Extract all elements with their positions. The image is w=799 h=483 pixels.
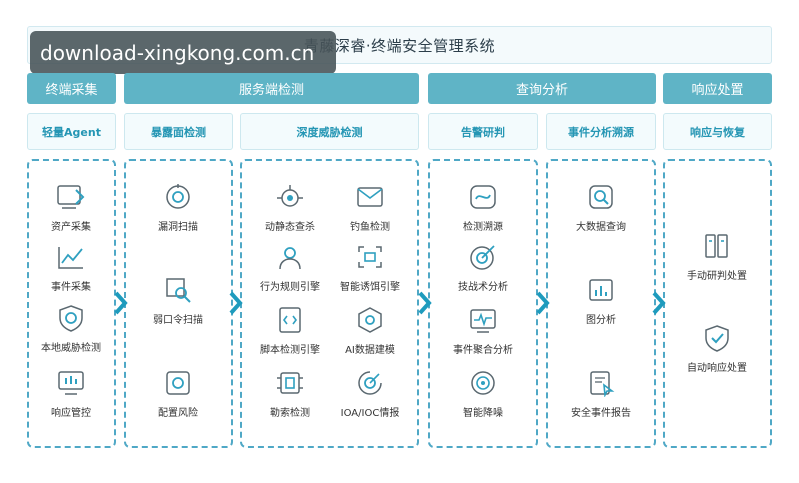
panel-deep-threat <box>240 159 419 448</box>
item-label: 行为规则引擎 <box>260 282 320 293</box>
item-trace: 检测溯源 <box>440 183 526 233</box>
phishing-icon <box>357 187 383 207</box>
chevron-right-icon <box>418 291 432 315</box>
decoy-engine-icon <box>358 246 382 268</box>
item-script-detect: 脚本检测引擎 <box>247 306 333 356</box>
item-label: 自动响应处置 <box>687 363 747 374</box>
item-label: 手动研判处置 <box>687 271 747 282</box>
denoise-icon <box>471 371 495 395</box>
sub-light-agent: 轻量Agent <box>27 113 116 150</box>
chevron-right-icon <box>652 291 666 315</box>
item-label: 本地威胁检测 <box>41 343 101 354</box>
item-label: 脚本检测引擎 <box>260 345 320 356</box>
item-vuln-scan: 漏洞扫描 <box>135 183 221 233</box>
chevron-right-icon <box>114 291 128 315</box>
item-label: 检测溯源 <box>463 222 503 233</box>
sub-exposure-detect: 暴露面检测 <box>124 113 233 150</box>
item-label: 大数据查询 <box>576 222 626 233</box>
item-label: 配置风险 <box>158 408 198 419</box>
panel-trace <box>546 159 656 448</box>
item-config-risk: 配置风险 <box>135 369 221 419</box>
item-decoy-engine: 智能诱饵引擎 <box>327 243 413 293</box>
item-response-control: 响应管控 <box>28 369 114 419</box>
auto-response-icon <box>705 325 729 352</box>
item-local-threat: 本地威胁检测 <box>28 304 114 354</box>
sub-response-recover: 响应与恢复 <box>663 113 772 150</box>
category-response: 响应处置 <box>663 73 772 104</box>
item-label: 动静态查杀 <box>265 222 315 233</box>
report-icon <box>590 371 615 397</box>
category-terminal-collect: 终端采集 <box>27 73 116 104</box>
item-report: 安全事件报告 <box>558 369 644 419</box>
trace-icon <box>470 185 496 209</box>
item-label: 事件聚合分析 <box>453 345 513 356</box>
asset-collect-icon <box>57 185 85 209</box>
ransom-detect-icon <box>277 372 303 394</box>
watermark: download-xingkong.com.cn <box>30 31 336 74</box>
item-label: 技战术分析 <box>458 282 508 293</box>
item-asset-collect: 资产采集 <box>28 183 114 233</box>
item-intel: IOA/IOC情报 <box>327 369 413 419</box>
chevron-right-icon <box>229 291 243 315</box>
bug-kill-icon <box>277 185 303 207</box>
item-label: 资产采集 <box>51 222 91 233</box>
item-label: 图分析 <box>586 315 616 326</box>
graph-analysis-icon <box>589 279 613 301</box>
local-threat-icon <box>59 305 83 332</box>
item-aggregate: 事件聚合分析 <box>440 306 526 356</box>
item-label: AI数据建模 <box>345 345 395 356</box>
tactics-icon <box>470 245 495 270</box>
item-ransom-detect: 勒索检测 <box>247 369 333 419</box>
behavior-rule-icon <box>279 247 301 270</box>
bigdata-query-icon <box>589 185 613 209</box>
sub-deep-threat: 深度威胁检测 <box>240 113 419 150</box>
sub-alert-judge: 告警研判 <box>428 113 538 150</box>
item-label: IOA/IOC情报 <box>340 408 400 419</box>
panel-exposure <box>124 159 233 448</box>
ai-model-icon <box>358 307 382 333</box>
item-behavior-rule: 行为规则引擎 <box>247 243 333 293</box>
manual-handle-icon <box>705 234 728 258</box>
item-bug-kill: 动静态查杀 <box>247 183 333 233</box>
item-manual-handle: 手动研判处置 <box>674 232 760 282</box>
vuln-scan-icon <box>166 184 190 209</box>
aggregate-icon <box>470 309 496 333</box>
item-tactics: 技战术分析 <box>440 243 526 293</box>
panel-response <box>663 159 772 448</box>
config-risk-icon <box>166 371 190 395</box>
intel-icon <box>358 371 382 395</box>
item-label: 响应管控 <box>51 408 91 419</box>
item-label: 弱口令扫描 <box>153 315 203 326</box>
chevron-right-icon <box>536 291 550 315</box>
item-graph-analysis: 图分析 <box>558 276 644 326</box>
item-event-collect: 事件采集 <box>28 243 114 293</box>
sub-event-trace: 事件分析溯源 <box>546 113 656 150</box>
item-label: 勒索检测 <box>270 408 310 419</box>
item-auto-response: 自动响应处置 <box>674 324 760 374</box>
item-ai-model: AI数据建模 <box>327 306 413 356</box>
item-denoise: 智能降噪 <box>440 369 526 419</box>
item-label: 漏洞扫描 <box>158 222 198 233</box>
script-detect-icon <box>279 307 301 333</box>
category-query-analysis: 查询分析 <box>428 73 656 104</box>
item-label: 智能诱饵引擎 <box>340 282 400 293</box>
item-label: 钓鱼检测 <box>350 222 390 233</box>
item-label: 事件采集 <box>51 282 91 293</box>
item-bigdata-query: 大数据查询 <box>558 183 644 233</box>
panel-agent <box>27 159 116 448</box>
item-weak-password: 弱口令扫描 <box>135 276 221 326</box>
category-server-detect: 服务端检测 <box>124 73 419 104</box>
response-control-icon <box>58 371 84 395</box>
item-label: 智能降噪 <box>463 408 503 419</box>
item-label: 安全事件报告 <box>571 408 631 419</box>
item-phishing: 钓鱼检测 <box>327 183 413 233</box>
event-collect-icon <box>58 247 83 269</box>
weak-password-icon <box>166 278 191 303</box>
